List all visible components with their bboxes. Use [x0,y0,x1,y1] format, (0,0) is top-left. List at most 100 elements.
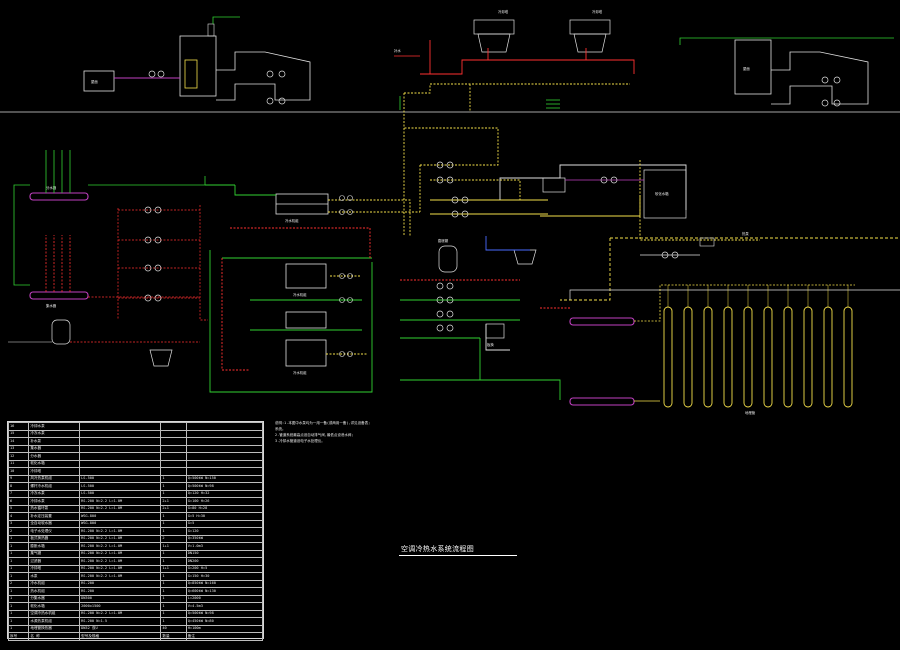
legend-cell: 冷冻水泵 [28,429,81,438]
legend-cell: 1 [160,549,187,558]
legend-cell: 冷水机组 [28,579,81,588]
legend-cell: 10 [7,467,30,476]
legend-cell: G=100 H=26 [185,497,264,506]
roof-left-pumps [148,70,286,105]
legend-cell: 1 [7,602,30,611]
pump-bank-right: 膨胀罐 板换 [400,127,900,400]
legend-cell: 1 [7,624,30,633]
legend-cell: 4 [7,512,30,521]
legend-cell [79,429,162,438]
legend-cell: 风冷热泵机组 [28,474,81,483]
legend-cell: 软化水箱 [28,602,81,611]
legend-cell: 全自动软水器 [28,519,81,528]
legend-cell: 1 [7,534,30,543]
distributor: 分水器 [29,185,89,201]
legend-cell: 1 [160,519,187,528]
legend-cell: RS-200 N=1.5 [79,617,162,626]
legend-cell [185,444,264,453]
legend-cell: 1 [7,609,30,618]
legend-cell: 板式换热器 [28,534,81,543]
heat-exchanger: 板换 [485,323,505,347]
legend-cell: 7 [7,489,30,498]
legend-cell: 名 称 [28,632,81,641]
svg-text:分水器: 分水器 [46,185,57,190]
legend-cell: 空调冷热水机组 [28,609,81,618]
svg-text:板换: 板换 [487,342,494,347]
note-line: 3.冷却水管道设电子水处理仪。 [275,439,325,443]
legend-cell: DN150 [185,549,264,558]
legend-cell: 6 [7,497,30,506]
legend-cell [185,429,264,438]
legend-cell: DN200 [185,557,264,566]
legend-cell [79,467,162,476]
legend-cell: 冷却水泵 [28,497,81,506]
legend-cell: 电子水处理仪 [28,527,81,536]
legend-cell: 螺杆冷水机组 [28,482,81,491]
legend-cell: 12 [7,452,30,461]
legend-cell: 1 [160,609,187,618]
legend-cell: 地埋管换热器 [28,624,81,633]
legend-cell: 1 [160,602,187,611]
legend-cell: V=1.0m3 [185,542,264,551]
svg-text:集水器: 集水器 [46,303,57,308]
legend-cell [160,444,187,453]
note-line: 说明:1.本图中水泵均为一用一备(或两用一备),详见设备表; [275,421,371,425]
svg-text:软化水箱: 软化水箱 [655,191,669,196]
legend-cell: 1 [160,474,187,483]
legend-cell: V=4.5m3 [185,602,264,611]
svg-text:膨胀罐: 膨胀罐 [438,238,449,243]
cooling-tower-label: 冷却塔 [592,9,603,14]
legend-cell [160,437,187,446]
legend-cell: DN300 [79,594,162,603]
design-notes: 说明:1.本图中水泵均为一用一备(或两用一备),详见设备表; 系统。 2.管道系… [275,420,475,444]
legend-cell: RS-200 N=2.2 L=1.0M [79,564,162,573]
legend-cell: 1 [160,489,187,498]
makeup-water-line: 补水 [394,48,420,110]
legend-cell [160,429,187,438]
legend-cell: 13 [7,444,30,453]
legend-cell: 冷却塔 [28,564,81,573]
roof-right-equipment: 屋面 [679,37,894,107]
legend-cell: G=200 H=5 [185,564,264,573]
heat-pump-unit: 热泵 [569,160,900,300]
legend-cell: 2+1 [160,504,187,513]
chiller-label: 冷水机组 [293,292,307,297]
legend-cell: 1 [7,564,30,573]
legend-cell: RS-200 N=2.2 L=1.0M [79,557,162,566]
legend-row: 序号名 称型号及规格数量备注 [7,632,264,641]
legend-cell [79,452,162,461]
legend-cell: LS-500 [79,482,162,491]
legend-cell: Q=500kW N=98 [185,482,264,491]
legend-cell: 分水器 [28,452,81,461]
legend-cell: RS-200 N=2.2 L=1.0M [79,497,162,506]
legend-cell: 2 [7,579,30,588]
legend-cell: Q=500kW N=150 [185,474,264,483]
legend-cell [185,467,264,476]
legend-cell: RS-200 N=2.2 L=1.0M [79,542,162,551]
legend-cell [185,437,264,446]
roof-right-label: 屋面 [743,66,750,71]
legend-cell: 2 [160,534,187,543]
pump-bank-left [117,205,208,321]
legend-cell: Q=350kW [185,534,264,543]
legend-cell: 16 [7,422,30,431]
roof-left-equipment: 屋面 [83,16,311,105]
legend-cell: 1 [160,512,187,521]
legend-cell: G=120 [185,527,264,536]
drawing-title: 空调冷热水系统流程图 [401,545,474,553]
legend-cell [185,422,264,431]
ground-loop-field: 地埋管 [569,284,855,415]
legend-cell: Q=500kW N=98 [185,609,264,618]
legend-cell: 1 [7,594,30,603]
legend-cell: RS-200 [79,587,162,596]
